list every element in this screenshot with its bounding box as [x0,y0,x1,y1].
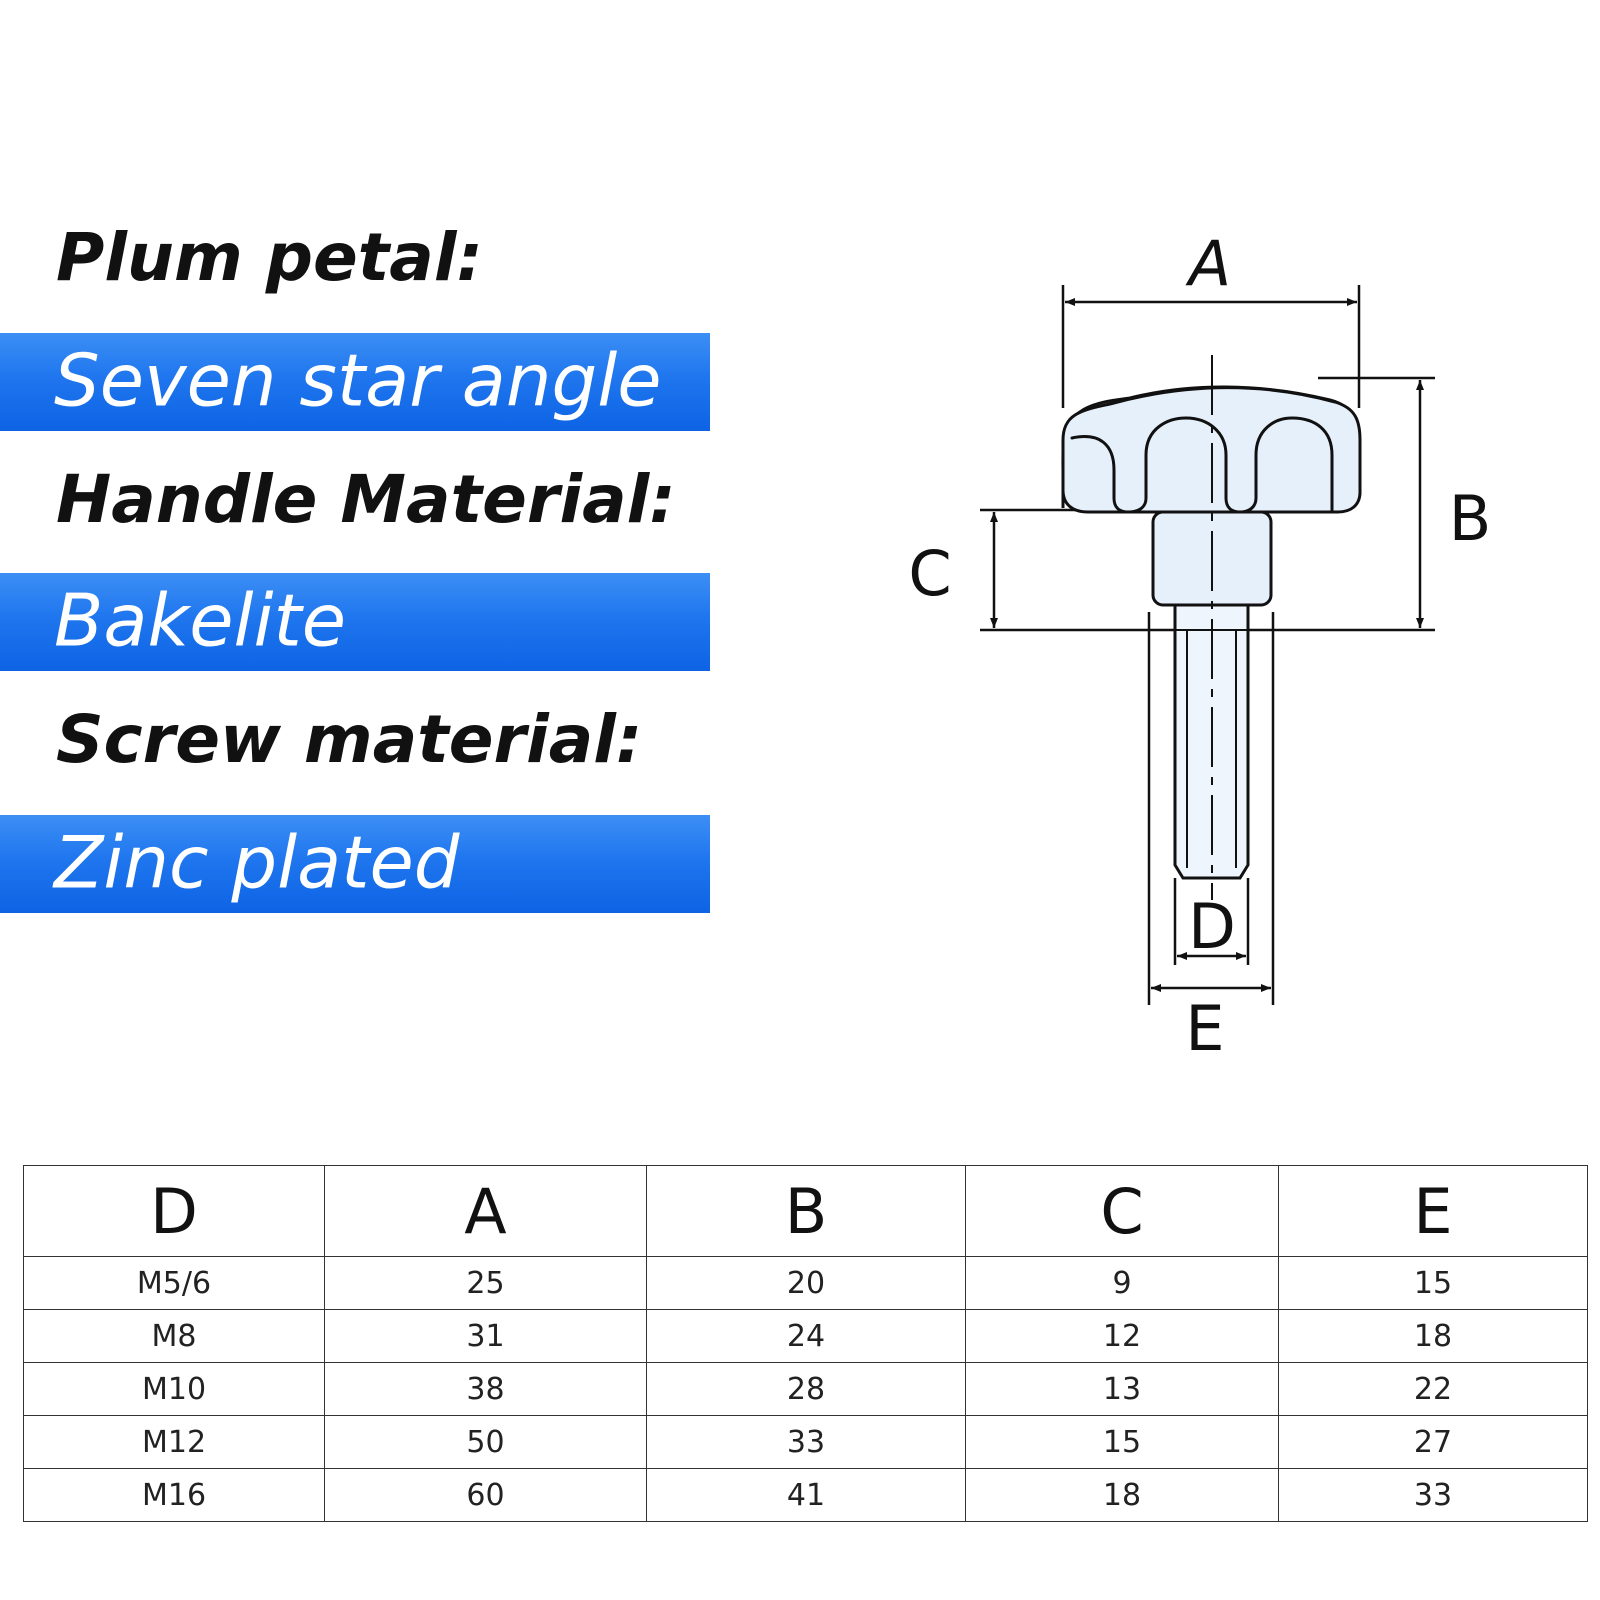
dimension-table: D A B C E M5/6 25 20 9 15 M8 31 24 12 18… [23,1165,1588,1522]
table-row: M8 31 24 12 18 [23,1309,1588,1363]
cell-e: 15 [1278,1256,1588,1310]
header-e: E [1278,1165,1588,1257]
spec-label-plum-petal: Plum petal: [56,219,483,296]
cell-c: 15 [965,1415,1279,1469]
cell-d: M8 [23,1309,325,1363]
cell-c: 18 [965,1468,1279,1522]
spec-value-handle-material: Bakelite [54,578,347,663]
cell-a: 25 [324,1256,647,1310]
cell-b: 33 [646,1415,966,1469]
spec-band-plum-petal: Seven star angle [0,333,710,431]
table-row: M5/6 25 20 9 15 [23,1256,1588,1310]
cell-a: 31 [324,1309,647,1363]
cell-b: 41 [646,1468,966,1522]
cell-e: 33 [1278,1468,1588,1522]
spec-value-screw-material: Zinc plated [54,820,460,905]
cell-b: 20 [646,1256,966,1310]
cell-e: 18 [1278,1309,1588,1363]
table-row: M10 38 28 13 22 [23,1362,1588,1416]
cell-d: M5/6 [23,1256,325,1310]
cell-e: 22 [1278,1362,1588,1416]
label-b: B [1449,482,1492,555]
header-a: A [324,1165,647,1257]
label-d: D [1188,890,1236,963]
cell-d: M12 [23,1415,325,1469]
cell-b: 24 [646,1309,966,1363]
label-c: C [908,537,951,610]
dimension-d [1173,878,1250,965]
spec-band-screw-material: Zinc plated [0,815,710,913]
header-c: C [965,1165,1279,1257]
cell-c: 9 [965,1256,1279,1310]
cell-d: M16 [23,1468,325,1522]
header-d: D [23,1165,325,1257]
dimension-b [1245,376,1435,632]
spec-value-plum-petal: Seven star angle [54,338,662,423]
knob-petal-groove-left [1070,416,1188,514]
knob-petal-groove-center [1184,416,1334,514]
cell-e: 27 [1278,1415,1588,1469]
spec-label-screw-material: Screw material: [56,701,643,778]
cell-a: 50 [324,1415,647,1469]
dimension-a [1061,285,1361,408]
label-e: E [1185,992,1224,1065]
spec-label-handle-material: Handle Material: [56,461,676,538]
header-b: B [646,1165,966,1257]
cell-a: 38 [324,1362,647,1416]
cell-a: 60 [324,1468,647,1522]
cell-c: 13 [965,1362,1279,1416]
cell-d: M10 [23,1362,325,1416]
table-header-row: D A B C E [23,1165,1588,1257]
label-a: A [1185,227,1231,300]
spec-band-handle-material: Bakelite [0,573,710,671]
table-row: M16 60 41 18 33 [23,1468,1588,1522]
table-row: M12 50 33 15 27 [23,1415,1588,1469]
cell-b: 28 [646,1362,966,1416]
cell-c: 12 [965,1309,1279,1363]
dimension-e [1147,612,1275,1005]
